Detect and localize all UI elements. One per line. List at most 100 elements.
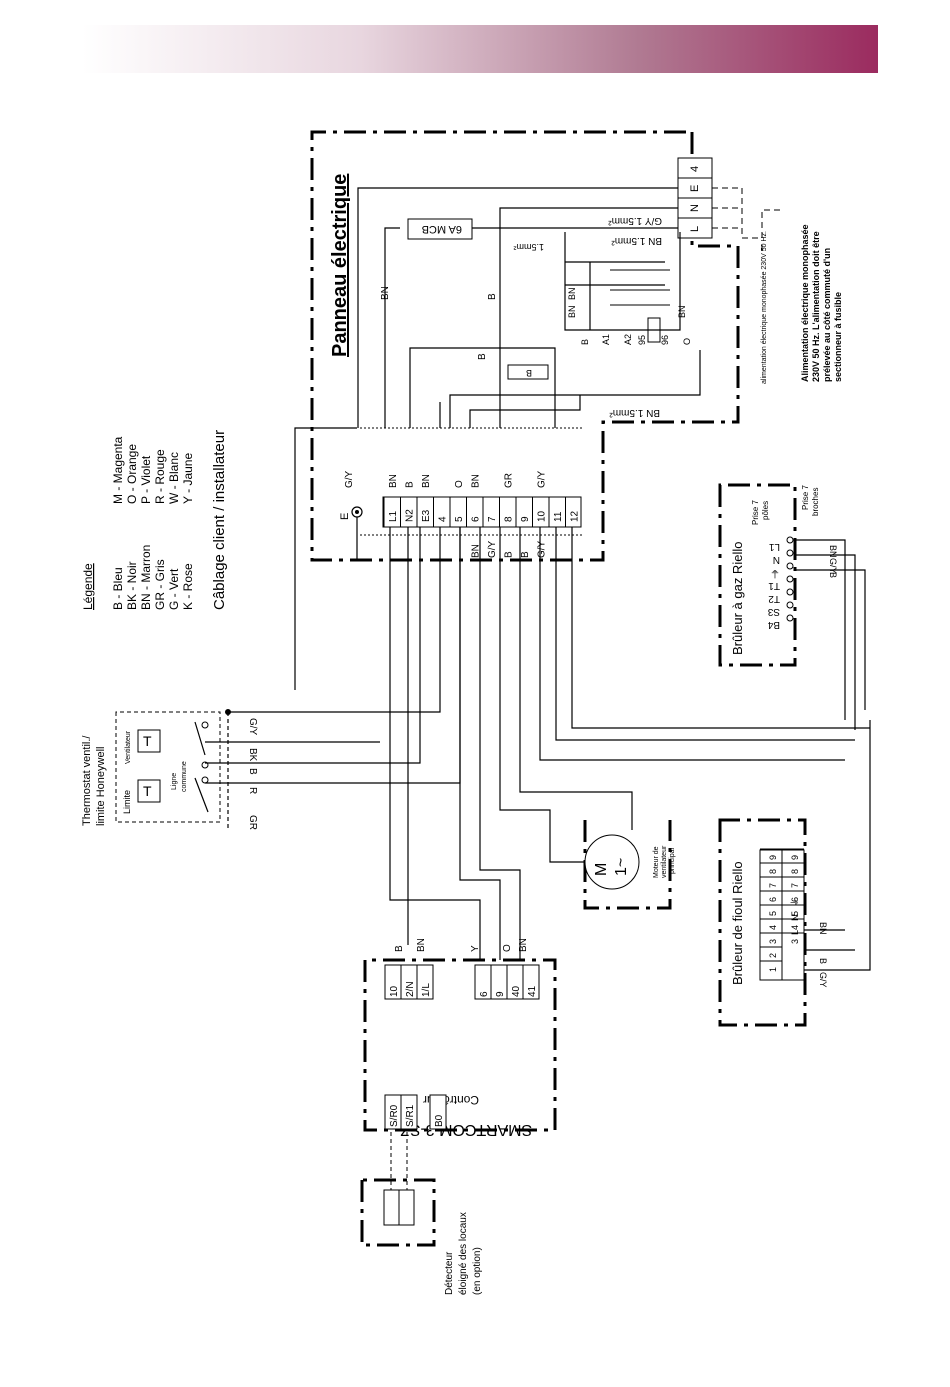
terminal-wire-label: G/Y — [487, 540, 498, 558]
terminal-label: 10 — [537, 510, 548, 522]
gas-pin — [786, 536, 794, 544]
oil-terminal-label: 3 — [790, 939, 800, 944]
svg-text:prélevée au côté commuté d'un: prélevée au côté commuté d'un — [822, 248, 832, 382]
terminal-wire-label: BN — [471, 544, 482, 558]
oil-terminal-label: 5 — [768, 911, 778, 916]
legend-item: P - Violet — [139, 455, 153, 504]
legend-item: G - Vert — [167, 568, 181, 610]
legend-item: BN - Marron — [139, 545, 153, 610]
oil-terminal-label: 8 — [768, 869, 778, 874]
supply-note: Alimentation électrique monophasée 230V … — [800, 224, 843, 382]
terminal-wire-label: GR — [504, 473, 515, 488]
supply-terminal-label: 4 — [689, 166, 701, 172]
panel-outline — [310, 130, 740, 562]
earth-label: E — [339, 513, 351, 520]
oil-terminal-label: 6 — [768, 897, 778, 902]
gas-pin-label: L1 — [768, 541, 780, 552]
sensor-terminal-label: S/R1 — [405, 1104, 416, 1127]
oil-marked-label: ⏚ — [790, 898, 800, 907]
contactor-label: 96 — [660, 335, 670, 345]
gas-pin-label: T1 — [768, 580, 780, 591]
motor-symbol: M — [593, 863, 610, 876]
oil-burner-title: Brûleur de fioul Riello — [730, 861, 745, 985]
terminal-wire-label: B — [504, 551, 515, 558]
controller-terminal-label: 9 — [495, 991, 506, 997]
motor-phase: 1~ — [613, 858, 630, 876]
oil-marked-label: N — [790, 915, 800, 922]
wire-label: BN 1.5mm² — [609, 407, 660, 418]
svg-text:ventilateur: ventilateur — [661, 845, 668, 878]
oil-burner: Brûleur de fioul Riello — [718, 818, 807, 1027]
sensor-terminal — [429, 1094, 447, 1130]
oil-terminal-label: 3 — [768, 939, 778, 944]
remote-sensor: Détecteur éloigné des locaux (en option) — [360, 1132, 483, 1295]
svg-text:limite Honeywell: limite Honeywell — [95, 747, 107, 826]
terminal-wire-label: O — [454, 480, 465, 488]
gas-plug-poles: Prise 7 — [751, 500, 760, 525]
contactor-wire-label: BN — [677, 305, 687, 318]
oil-terminal-label: 4 — [768, 925, 778, 930]
oil-terminal-label: 2 — [768, 953, 778, 958]
wires-to-controller — [389, 527, 521, 960]
wire-label: G/Y 1.5mm² — [608, 215, 662, 226]
wire-to-burner-2 — [555, 527, 855, 741]
wire-motor-2 — [499, 527, 585, 863]
legend-item: BK - Noir — [125, 561, 139, 610]
svg-text:T: T — [143, 783, 152, 799]
terminal-label: 8 — [504, 516, 515, 522]
motor-label: Moteur de — [653, 846, 660, 878]
terminal-label: 5 — [454, 516, 465, 522]
oil-terminal-label: 9 — [768, 855, 778, 860]
contactor-label: B — [580, 339, 590, 345]
oil-terminal-label: 1 — [768, 967, 778, 972]
contactor-wire-label: BN — [567, 287, 577, 300]
controller-terminal-label: 40 — [511, 985, 522, 997]
oil-terminal-label: 5 — [790, 911, 800, 916]
svg-text:principal: principal — [669, 847, 676, 874]
header-banner — [82, 25, 878, 73]
svg-text:éloigné des locaux: éloigné des locaux — [458, 1212, 469, 1295]
supply-terminal-label: L — [689, 226, 701, 232]
gas-wire-label: G/Y — [828, 558, 838, 574]
gas-burner-title: Brûleur à gaz Riello — [730, 542, 745, 655]
terminal-label: N2 — [405, 509, 416, 522]
oil-wire-label: G/Y — [818, 972, 828, 988]
wire-label: B — [477, 353, 488, 360]
contactor-label: A2 — [623, 334, 633, 345]
jumper-box — [507, 364, 549, 380]
legend-item: R - Rouge — [153, 449, 167, 504]
oil-wire-label: B — [818, 958, 828, 964]
contactor-label: 95 — [637, 335, 647, 345]
wire-label: BN — [380, 286, 391, 300]
controller-terminal — [416, 964, 434, 1000]
svg-text:sectionneur à fusible: sectionneur à fusible — [833, 292, 843, 382]
wire-neutral — [499, 207, 678, 428]
svg-text:(en option): (en option) — [472, 1247, 483, 1295]
controller-title: SMARTCOM 3-SZ — [400, 1121, 532, 1138]
terminal-label: 11 — [553, 511, 564, 522]
terminal-wire-label: BN — [388, 474, 399, 488]
gas-pin-label: S3 — [767, 606, 780, 617]
legend: Légende B - Bleu BK - Noir BN - Marron G… — [81, 430, 228, 610]
oil-terminal-label: 7 — [768, 883, 778, 888]
terminal-label: 6 — [471, 516, 482, 522]
gas-pin — [786, 549, 794, 557]
legend-item: Y - Jaune — [181, 453, 195, 504]
gas-pin — [786, 601, 794, 609]
oil-terminal-label: 7 — [790, 883, 800, 888]
wire-label: BN 1.5mm² — [611, 235, 662, 246]
panel-title: Panneau électrique — [329, 174, 351, 357]
legend-title: Légende — [81, 563, 95, 610]
mcb-breaker — [407, 218, 473, 240]
legend-item: K - Rose — [181, 563, 195, 610]
controller-terminal-label: 10 — [389, 985, 400, 997]
legend-item: B - Bleu — [111, 567, 125, 610]
gas-pin-label: B4 — [767, 619, 780, 630]
legend-item: M - Magenta — [111, 436, 125, 504]
terminal-label: E3 — [421, 509, 432, 522]
gas-pin — [786, 575, 794, 583]
mcb-label: 6A MCB — [422, 223, 462, 235]
svg-text:pôles: pôles — [761, 501, 770, 520]
supply-external-wires — [712, 187, 780, 252]
